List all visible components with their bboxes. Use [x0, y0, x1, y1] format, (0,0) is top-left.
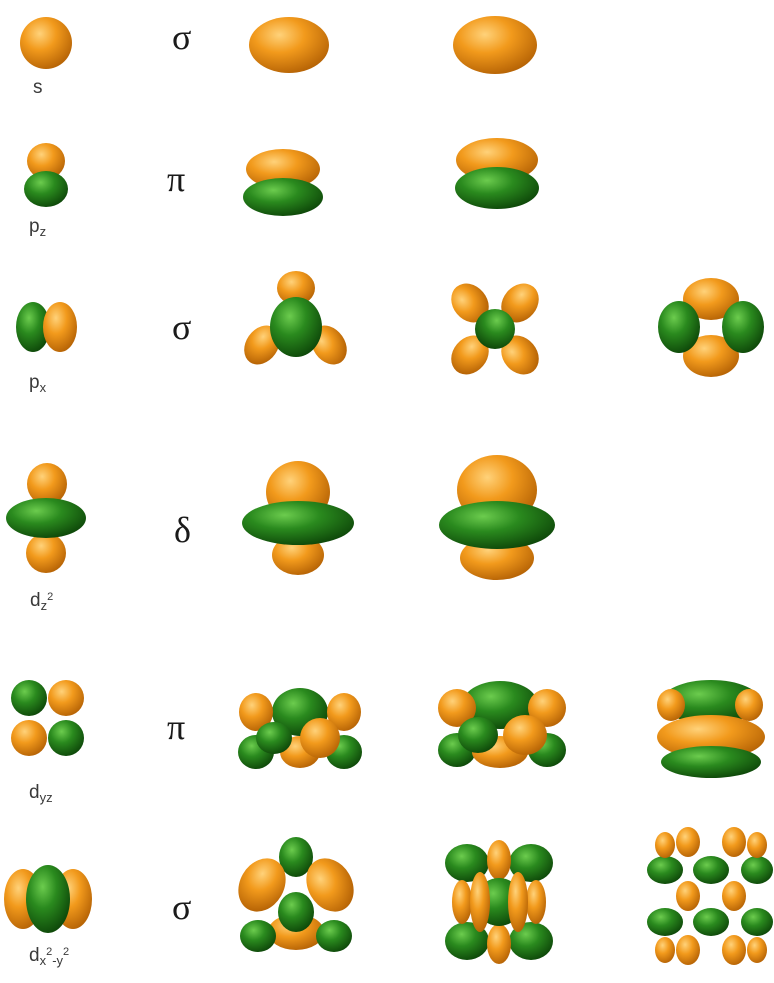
orbital-label-s: s: [33, 77, 43, 100]
orange-lobe: [676, 881, 700, 911]
orange-lobe: [676, 827, 700, 857]
orbital-label-dx2-y2: dx2-y2: [29, 945, 69, 968]
green-lobe: [458, 717, 498, 753]
symmetry-symbol-sigma: σ: [172, 16, 191, 58]
orange-lobe: [655, 832, 675, 858]
green-lobe: [278, 892, 314, 932]
orange-lobe: [655, 937, 675, 963]
green-lobe: [256, 722, 292, 754]
orange-lobe: [26, 533, 66, 573]
orange-lobe: [508, 872, 528, 932]
green-lobe: [48, 720, 84, 756]
green-lobe: [316, 920, 352, 952]
green-lobe: [741, 908, 773, 936]
green-lobe: [647, 908, 683, 936]
green-lobe: [243, 178, 323, 216]
orange-lobe: [11, 720, 47, 756]
orange-lobe: [43, 302, 77, 352]
green-lobe: [242, 501, 354, 545]
symmetry-symbol-sigma: σ: [172, 886, 191, 928]
orange-lobe: [503, 715, 547, 755]
orange-lobe: [722, 935, 746, 965]
orange-lobe: [470, 872, 490, 932]
orange-lobe: [722, 881, 746, 911]
green-lobe: [693, 856, 729, 884]
orange-lobe: [300, 718, 340, 758]
green-lobe: [658, 301, 700, 353]
s-orbital: [20, 17, 72, 69]
green-lobe: [240, 920, 276, 952]
symmetry-symbol-delta: δ: [174, 509, 191, 551]
symmetry-symbol-pi: π: [167, 158, 185, 200]
green-lobe: [661, 746, 761, 778]
green-lobe: [24, 171, 68, 207]
orange-lobe: [722, 827, 746, 857]
green-lobe: [11, 680, 47, 716]
orbital-label-px: px: [29, 372, 46, 395]
symmetry-symbol-sigma: σ: [172, 306, 191, 348]
green-lobe: [439, 501, 555, 549]
orbital-label-pz: pz: [29, 216, 46, 239]
orange-lobe: [735, 689, 763, 721]
orange-lobe: [747, 937, 767, 963]
orange-lobe: [676, 935, 700, 965]
green-lobe: [6, 498, 86, 538]
green-lobe: [741, 856, 773, 884]
green-lobe: [26, 865, 70, 933]
orbital-label-dyz: dyz: [29, 782, 53, 805]
green-lobe: [693, 908, 729, 936]
orange-lobe: [452, 880, 472, 924]
orange-lobe: [747, 832, 767, 858]
orange-lobe: [487, 924, 511, 964]
green-lobe: [455, 167, 539, 209]
orange-lobe: [526, 880, 546, 924]
green-lobe: [722, 301, 764, 353]
sigma-cluster-2: [249, 17, 329, 73]
sigma-cluster-3: [453, 16, 537, 74]
orange-lobe: [487, 840, 511, 880]
orange-lobe: [657, 689, 685, 721]
orbital-label-dz2: dz2: [30, 590, 53, 613]
green-lobe: [270, 297, 322, 357]
orange-lobe: [48, 680, 84, 716]
symmetry-symbol-pi: π: [167, 706, 185, 748]
green-lobe: [647, 856, 683, 884]
